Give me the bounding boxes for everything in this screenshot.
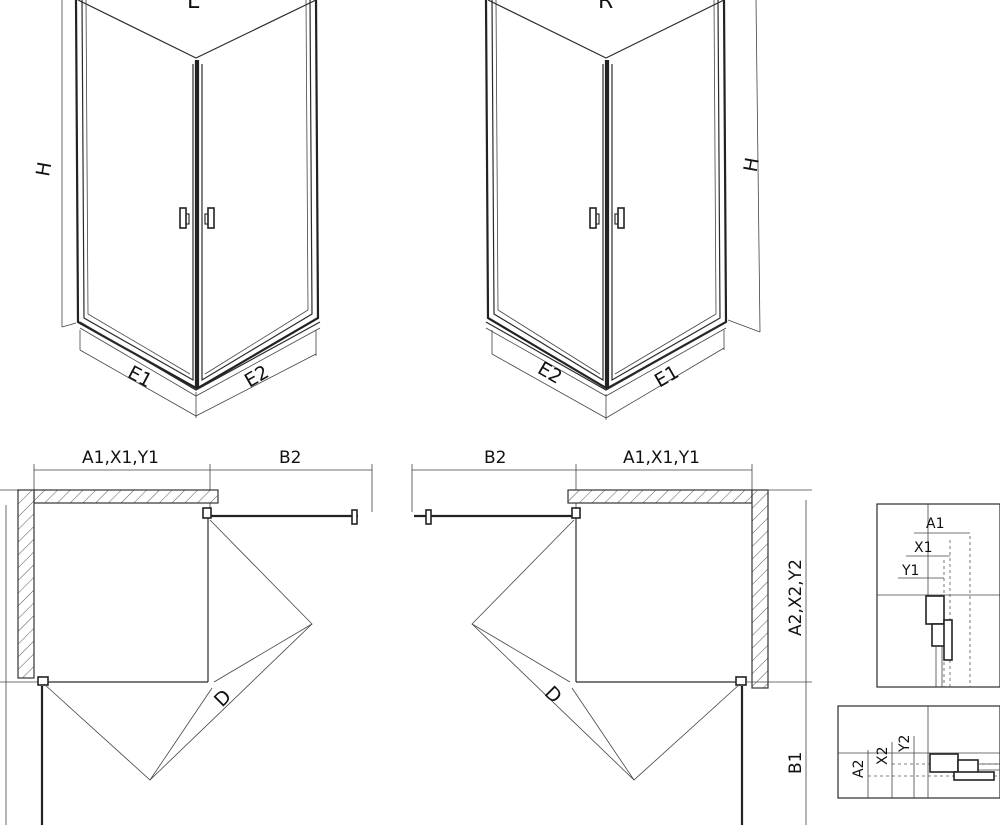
diagonal-D-right <box>471 623 635 781</box>
label-detail-A2: A2 <box>851 760 867 778</box>
label-B2-left: B2 <box>279 448 301 468</box>
label-E1-left: E1 <box>124 362 156 393</box>
right-panel-frame <box>196 0 320 390</box>
handle-left <box>179 207 190 229</box>
wall-side-right <box>751 489 769 689</box>
wall-back-right <box>567 489 753 504</box>
label-D-right: D <box>540 682 566 708</box>
left-view-title: L <box>187 0 200 14</box>
label-E2-left: E2 <box>241 361 273 392</box>
r-left-panel-frame <box>484 0 608 390</box>
diagonal-D-left <box>149 623 313 781</box>
wall-back-left <box>33 489 219 504</box>
detail-side-view: A2 X2 Y2 <box>837 705 1000 799</box>
height-dimension-right: H <box>727 0 764 333</box>
label-detail-X2: X2 <box>875 747 891 766</box>
label-detail-X1: X1 <box>914 540 933 556</box>
label-detail-A1: A1 <box>926 516 944 532</box>
r-handle-right <box>614 207 625 229</box>
label-H-left: H <box>32 160 56 178</box>
left-3d-view: L H <box>32 0 321 418</box>
label-B1: B1 <box>786 752 806 774</box>
label-H-right: H <box>740 156 764 174</box>
right-plan-view: B2 A1,X1,Y1 D A2,X2,Y2 B1 <box>411 448 812 825</box>
r-handle-left <box>589 207 600 229</box>
handle-right <box>204 207 215 229</box>
height-dimension-left: H <box>32 0 77 328</box>
left-plan-view: A1,X1,Y1 B2 D <box>0 448 373 825</box>
label-A2X2Y2: A2,X2,Y2 <box>786 559 806 636</box>
label-A1X1Y1-left: A1,X1,Y1 <box>82 448 159 468</box>
label-E1-right: E1 <box>651 361 683 392</box>
label-detail-Y1: Y1 <box>901 563 919 579</box>
label-detail-Y2: Y2 <box>897 735 913 753</box>
label-A1X1Y1-right: A1,X1,Y1 <box>623 448 700 468</box>
label-D-left: D <box>210 686 236 712</box>
right-view-title: R <box>598 0 613 14</box>
right-3d-view: R H <box>484 0 764 420</box>
wall-side-left <box>17 489 35 679</box>
detail-top-view: A1 X1 Y1 <box>876 503 1000 688</box>
label-B2-right: B2 <box>484 448 506 468</box>
r-right-panel-frame <box>606 0 728 390</box>
